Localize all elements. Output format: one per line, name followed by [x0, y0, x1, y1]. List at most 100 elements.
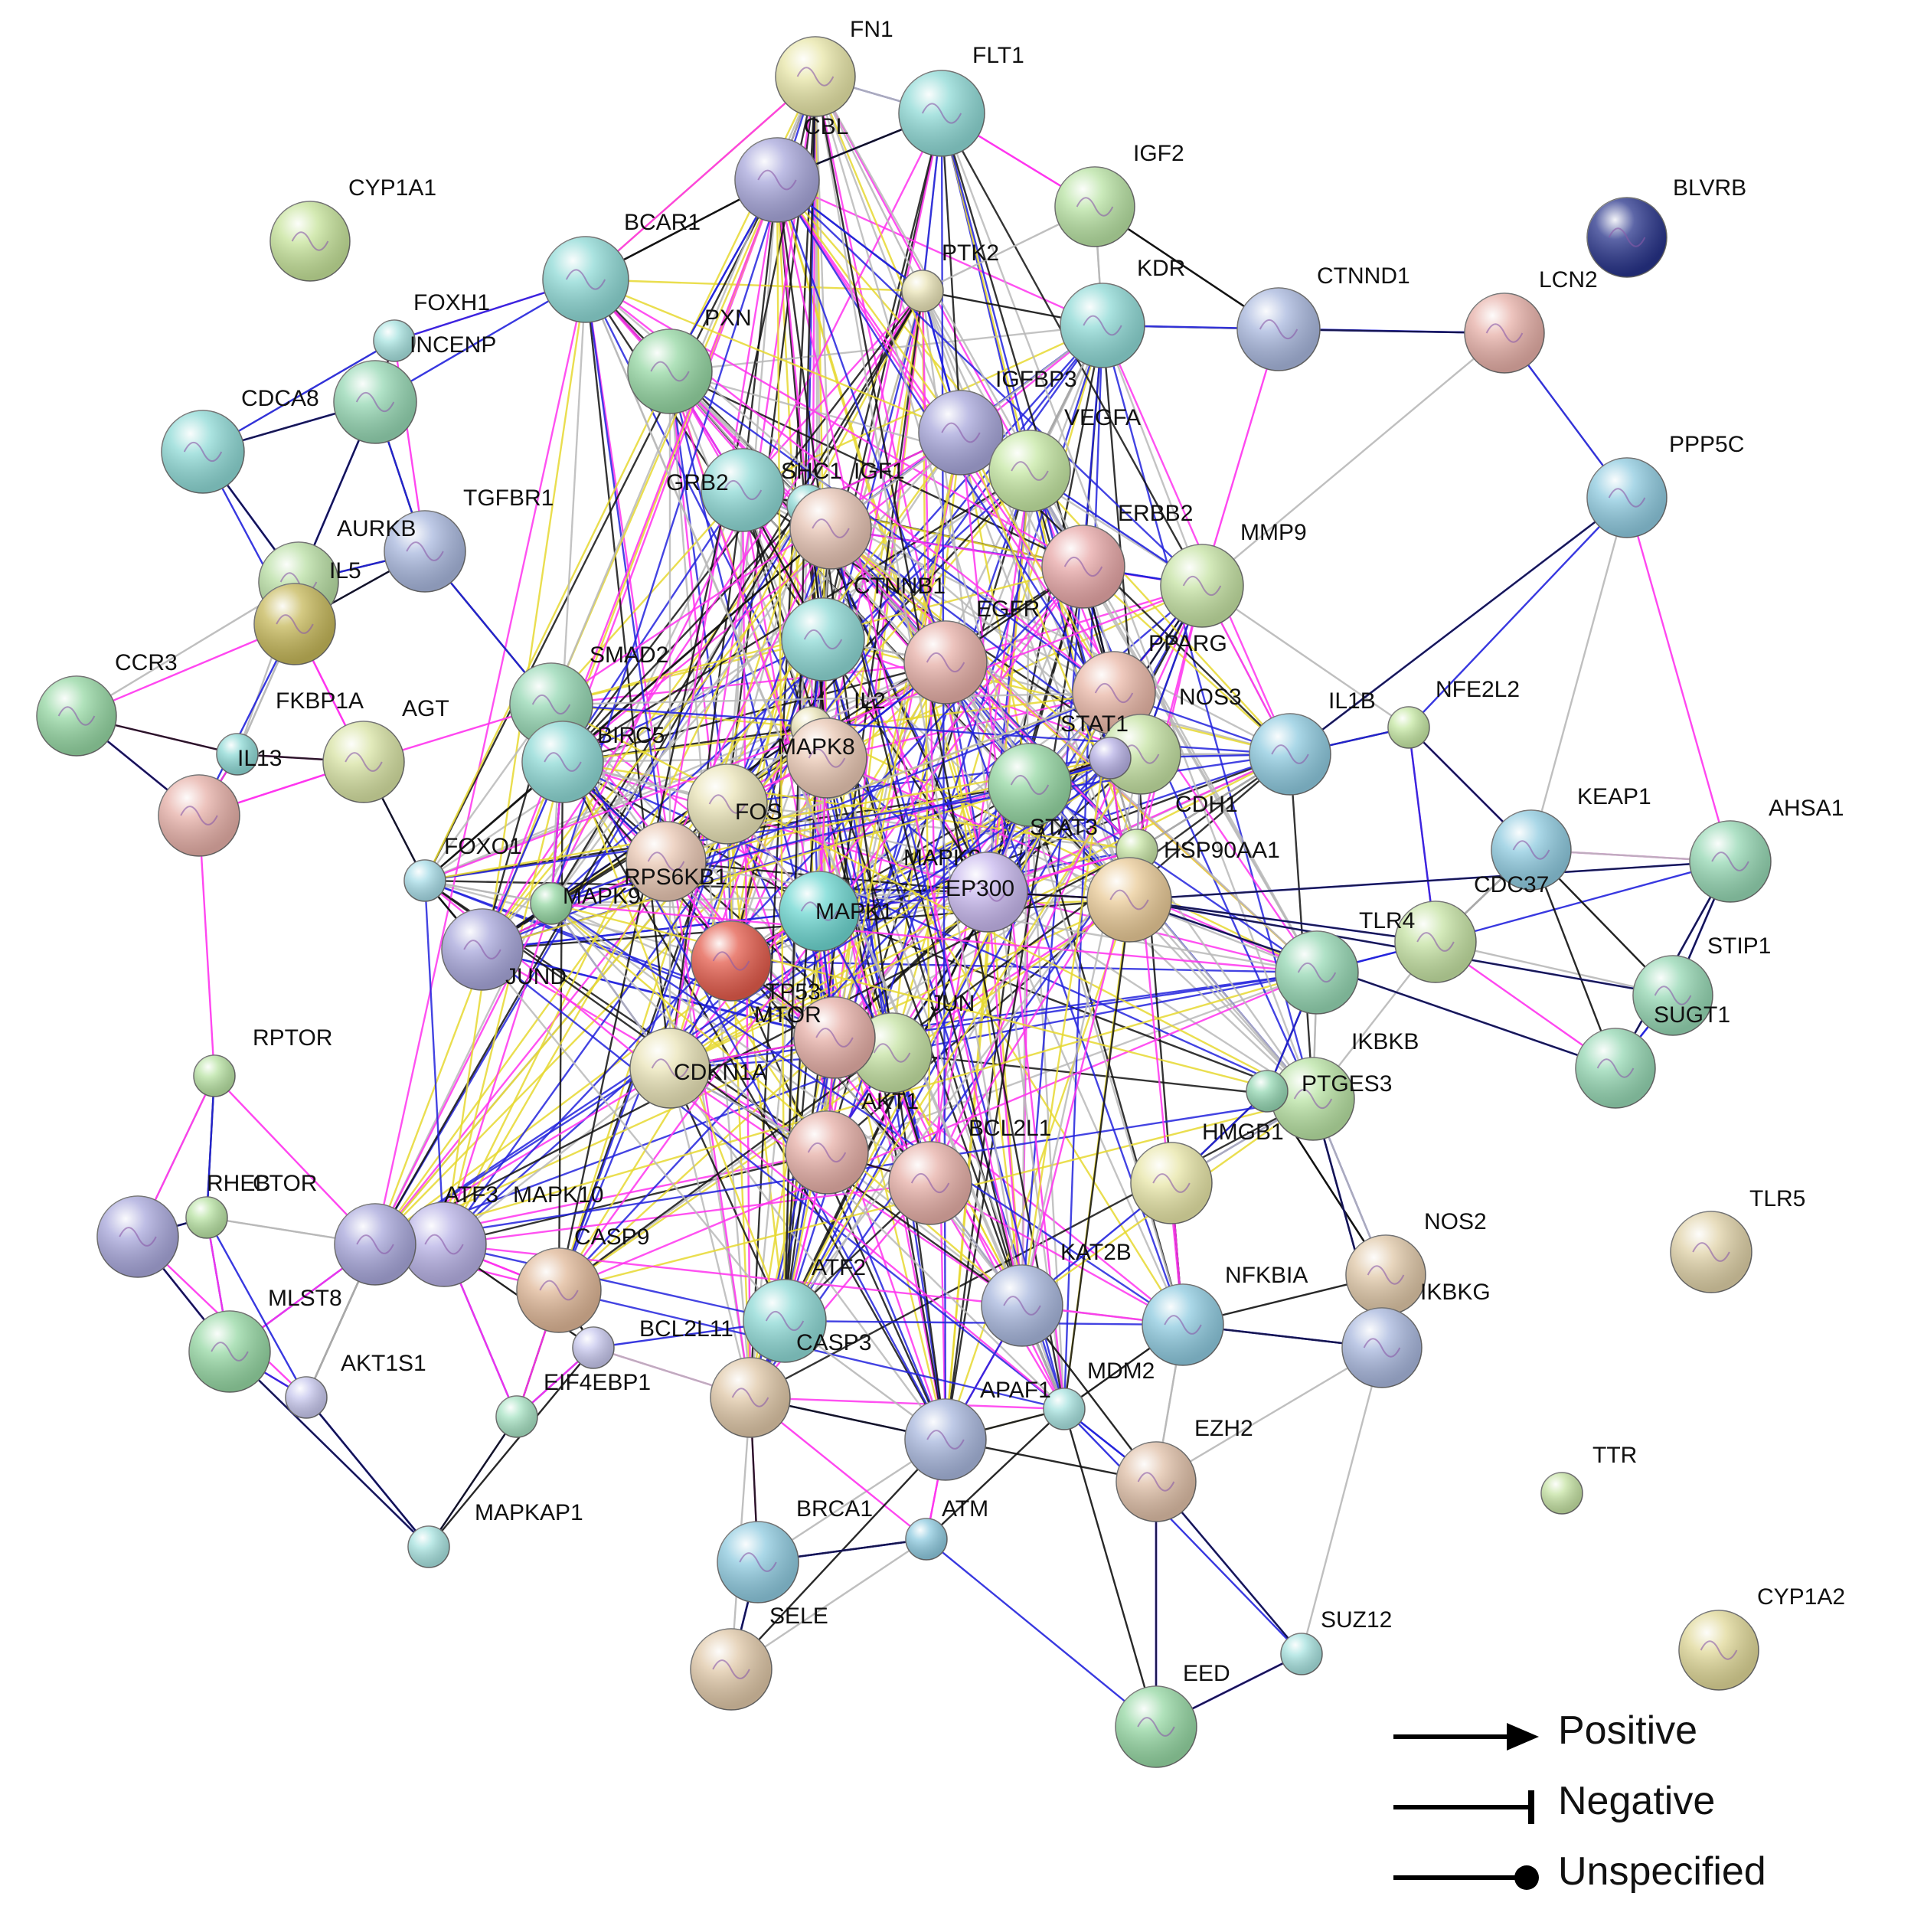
node-ctnnb1[interactable]: CTNNB1	[781, 574, 946, 682]
node-ctnnd1[interactable]: CTNND1	[1236, 263, 1410, 371]
node-casp9[interactable]: CASP9	[516, 1224, 649, 1333]
node-igf1[interactable]: IGF1	[789, 459, 905, 570]
arrow-icon	[1393, 1723, 1539, 1751]
node-igf2[interactable]: IGF2	[1054, 141, 1184, 247]
node-nfkbia[interactable]: NFKBIA	[1142, 1263, 1308, 1366]
node-grb2[interactable]: GRB2	[666, 448, 785, 532]
node-bcar1[interactable]: BCAR1	[542, 210, 701, 323]
node-ppp5c[interactable]: PPP5C	[1586, 432, 1744, 538]
node-flt1[interactable]: FLT1	[898, 43, 1024, 157]
node-atf3[interactable]: ATF3	[401, 1182, 498, 1287]
edge-ATF2-NFKBIA	[784, 1319, 1184, 1326]
node-bcl2l11[interactable]: BCL2L11	[572, 1316, 733, 1369]
node-ptk2[interactable]: PTK2	[901, 240, 999, 312]
node-tlr5[interactable]: TLR5	[1670, 1186, 1805, 1293]
node-igfbp3[interactable]: IGFBP3	[918, 367, 1077, 476]
node-nos2[interactable]: NOS2	[1345, 1209, 1487, 1316]
structure-icon	[800, 901, 838, 921]
node-mapk9[interactable]: MAPK9	[530, 882, 641, 925]
node-foxh1[interactable]: FOXH1	[373, 290, 490, 362]
node-il5[interactable]: IL5	[253, 558, 361, 665]
node-cyp1a2[interactable]: CYP1A2	[1678, 1584, 1845, 1691]
node-pxn[interactable]: PXN	[627, 306, 752, 414]
node-mapkap1[interactable]: MAPKAP1	[407, 1500, 583, 1568]
node-hmgb1[interactable]: HMGB1	[1130, 1120, 1284, 1224]
node-kdr[interactable]: KDR	[1060, 256, 1185, 368]
node-akt1s1[interactable]: AKT1S1	[285, 1351, 426, 1419]
node-mapk1[interactable]: MAPK1	[779, 871, 893, 952]
node-fn1[interactable]: FN1	[775, 17, 893, 117]
node-fkbp1a[interactable]: FKBP1A	[216, 688, 364, 776]
node-sugt1[interactable]: SUGT1	[1575, 1002, 1730, 1109]
node-cdca8[interactable]: CDCA8	[161, 386, 319, 494]
node-brca1[interactable]: BRCA1	[717, 1496, 873, 1603]
node-fos[interactable]: FOS	[687, 763, 782, 845]
node-mtor[interactable]: MTOR	[754, 996, 876, 1079]
node-ccr3[interactable]: CCR3	[36, 650, 178, 757]
node-stat1[interactable]: STAT1	[1060, 711, 1132, 780]
node-label: IGF1	[854, 459, 905, 484]
node-tp53[interactable]: TP53	[691, 920, 821, 1005]
node-nfe2l2[interactable]: NFE2L2	[1387, 677, 1520, 749]
node-akt1[interactable]: AKT1	[785, 1089, 919, 1195]
node-sele[interactable]: SELE	[690, 1603, 828, 1711]
node-erbb2[interactable]: ERBB2	[1041, 501, 1193, 609]
node-ptges3[interactable]: PTGES3	[1246, 1070, 1392, 1113]
node-smad2[interactable]: SMAD2	[509, 642, 668, 747]
node-foxo1[interactable]: FOXO1	[403, 834, 522, 902]
node-apaf1[interactable]: APAF1	[904, 1378, 1051, 1481]
node-rps6kb1[interactable]: RPS6KB1	[624, 821, 727, 902]
node-jund[interactable]: JUND	[441, 908, 567, 991]
node-blvrb[interactable]: BLVRB	[1586, 175, 1746, 278]
edge-CASP9-IL1B	[558, 754, 1291, 1291]
node-ezh2[interactable]: EZH2	[1116, 1416, 1253, 1522]
node-mmp9[interactable]: MMP9	[1160, 520, 1307, 628]
node-keap1[interactable]: KEAP1	[1491, 784, 1651, 891]
node-rheb[interactable]: RHEB	[185, 1171, 270, 1239]
node-bcl2l1[interactable]: BCL2L1	[888, 1116, 1051, 1225]
edge-CBL-NFKBIA	[776, 179, 1184, 1326]
node-label: KEAP1	[1577, 784, 1651, 809]
node-birc5[interactable]: BIRC5	[521, 721, 665, 803]
edge-BCAR1-MDM2	[584, 279, 1066, 1410]
node-eed[interactable]: EED	[1115, 1661, 1230, 1768]
node-agt[interactable]: AGT	[322, 696, 449, 803]
node-cdh1[interactable]: CDH1	[1116, 792, 1238, 871]
node-kat2b[interactable]: KAT2B	[981, 1240, 1132, 1347]
node-label: PTK2	[942, 240, 999, 266]
node-hsp90aa1[interactable]: HSP90AA1	[1086, 838, 1280, 943]
node-atf2[interactable]: ATF2	[743, 1255, 866, 1363]
node-ikbkg[interactable]: IKBKG	[1341, 1280, 1491, 1388]
node-ttr[interactable]: TTR	[1540, 1443, 1637, 1515]
node-mdm2[interactable]: MDM2	[1043, 1358, 1155, 1430]
edge-ATM-MDM2	[926, 1408, 1065, 1540]
node-cyp1a1[interactable]: CYP1A1	[269, 175, 436, 282]
node-ep300[interactable]: EP300	[946, 852, 1028, 933]
node-incenp[interactable]: INCENP	[333, 332, 496, 444]
node-il13[interactable]: IL13	[158, 746, 282, 857]
node-rptor[interactable]: RPTOR	[193, 1025, 332, 1097]
node-cbl[interactable]: CBL	[734, 114, 848, 223]
node-lcn2[interactable]: LCN2	[1464, 267, 1598, 374]
node-tlr4[interactable]: TLR4	[1275, 908, 1415, 1015]
node-mapk10[interactable]: MAPK10	[334, 1182, 603, 1286]
node-atm[interactable]: ATM	[905, 1496, 988, 1561]
node-ikbkb[interactable]: IKBKB	[1271, 1029, 1419, 1141]
node-cdc37[interactable]: CDC37	[1394, 872, 1549, 983]
node-mlst8[interactable]: MLST8	[188, 1286, 342, 1393]
node-vegfa[interactable]: VEGFA	[988, 405, 1141, 512]
node-suz12[interactable]: SUZ12	[1280, 1607, 1392, 1675]
node-ahsa1[interactable]: AHSA1	[1689, 796, 1844, 903]
node-mapk8[interactable]: MAPK8	[777, 718, 867, 799]
edge-SMAD2-ATF2	[550, 704, 786, 1322]
node-casp3[interactable]: CASP3	[710, 1330, 871, 1438]
node-stat3[interactable]: STAT3	[988, 743, 1098, 840]
node-egfr[interactable]: EGFR	[903, 597, 1040, 704]
node-tgfbr1[interactable]: TGFBR1	[384, 485, 554, 593]
node-cdkn1a[interactable]: CDKN1A	[629, 1028, 767, 1109]
node-stip1[interactable]: STIP1	[1632, 933, 1771, 1036]
node-eif4ebp1[interactable]: EIF4EBP1	[495, 1370, 651, 1438]
node-il1b[interactable]: IL1B	[1249, 688, 1376, 796]
node-ctor[interactable]: CTOR	[96, 1171, 317, 1278]
node-pparg[interactable]: PPARG	[1072, 631, 1227, 735]
